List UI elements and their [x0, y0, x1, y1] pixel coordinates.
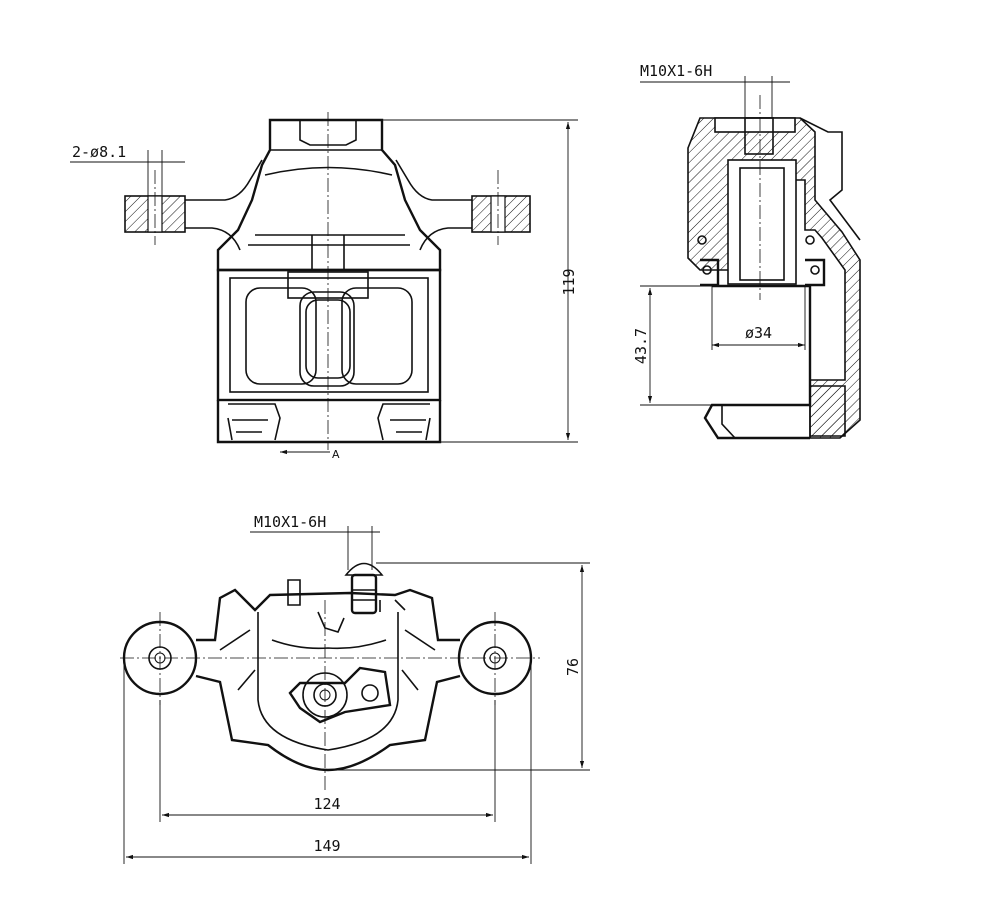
overall-width-label: 149 [313, 837, 340, 855]
bottom-view: M10X1-6H 76 124 149 [120, 513, 590, 864]
side-thread-label: M10X1-6H [640, 62, 712, 80]
front-holes-label: 2-ø8.1 [72, 143, 126, 161]
front-view: A 2-ø8.1 119 [70, 112, 578, 461]
piston-diameter-label: ø34 [745, 324, 772, 342]
bottom-thread-label: M10X1-6H [254, 513, 326, 531]
height-total-label: 119 [560, 268, 578, 295]
side-offset-label: 43.7 [632, 328, 650, 364]
section-mark-label: A [332, 448, 340, 461]
hole-spacing-label: 124 [313, 795, 340, 813]
bottom-height-label: 76 [564, 658, 582, 676]
side-section-view: M10X1-6H 43.7 ø34 [632, 62, 861, 440]
